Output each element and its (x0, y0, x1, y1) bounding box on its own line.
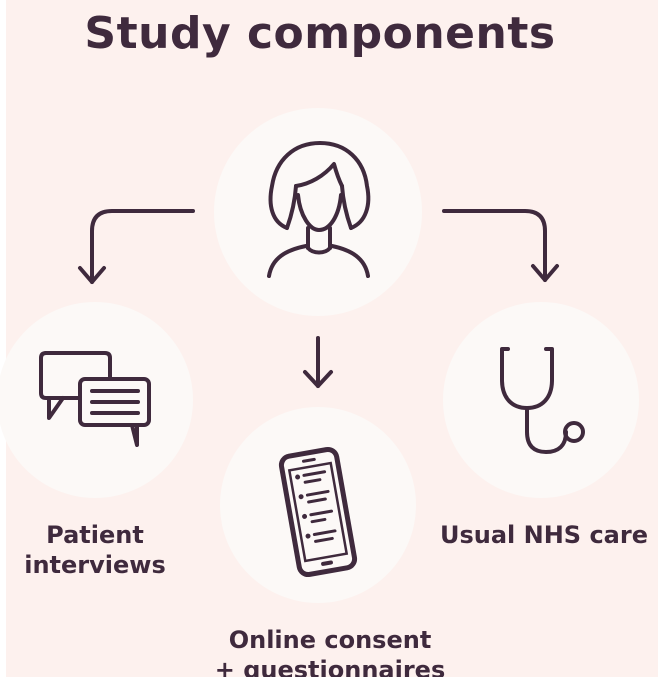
left-edge (0, 0, 6, 677)
online-label-line2: + questionnaires (214, 656, 446, 677)
arrow-right (442, 209, 559, 282)
person-circle (214, 108, 422, 316)
online-circle (220, 407, 416, 603)
diagram-title: Study components (84, 8, 556, 59)
smartphone-icon (278, 446, 358, 578)
chat-bubbles-icon (39, 351, 151, 447)
arrow-left (78, 209, 195, 284)
interviews-label-line1: Patient (46, 521, 144, 549)
stethoscope-icon (500, 347, 585, 454)
nhs-label: Usual NHS care (440, 521, 648, 549)
person-icon (267, 141, 371, 278)
online-label-line1: Online consent (228, 626, 432, 654)
nhs-circle (443, 302, 639, 498)
online-label: Online consent + questionnaires (180, 625, 480, 677)
interviews-label: Patient interviews (0, 520, 190, 580)
arrow-down (303, 336, 333, 388)
interviews-label-line2: interviews (24, 551, 166, 579)
